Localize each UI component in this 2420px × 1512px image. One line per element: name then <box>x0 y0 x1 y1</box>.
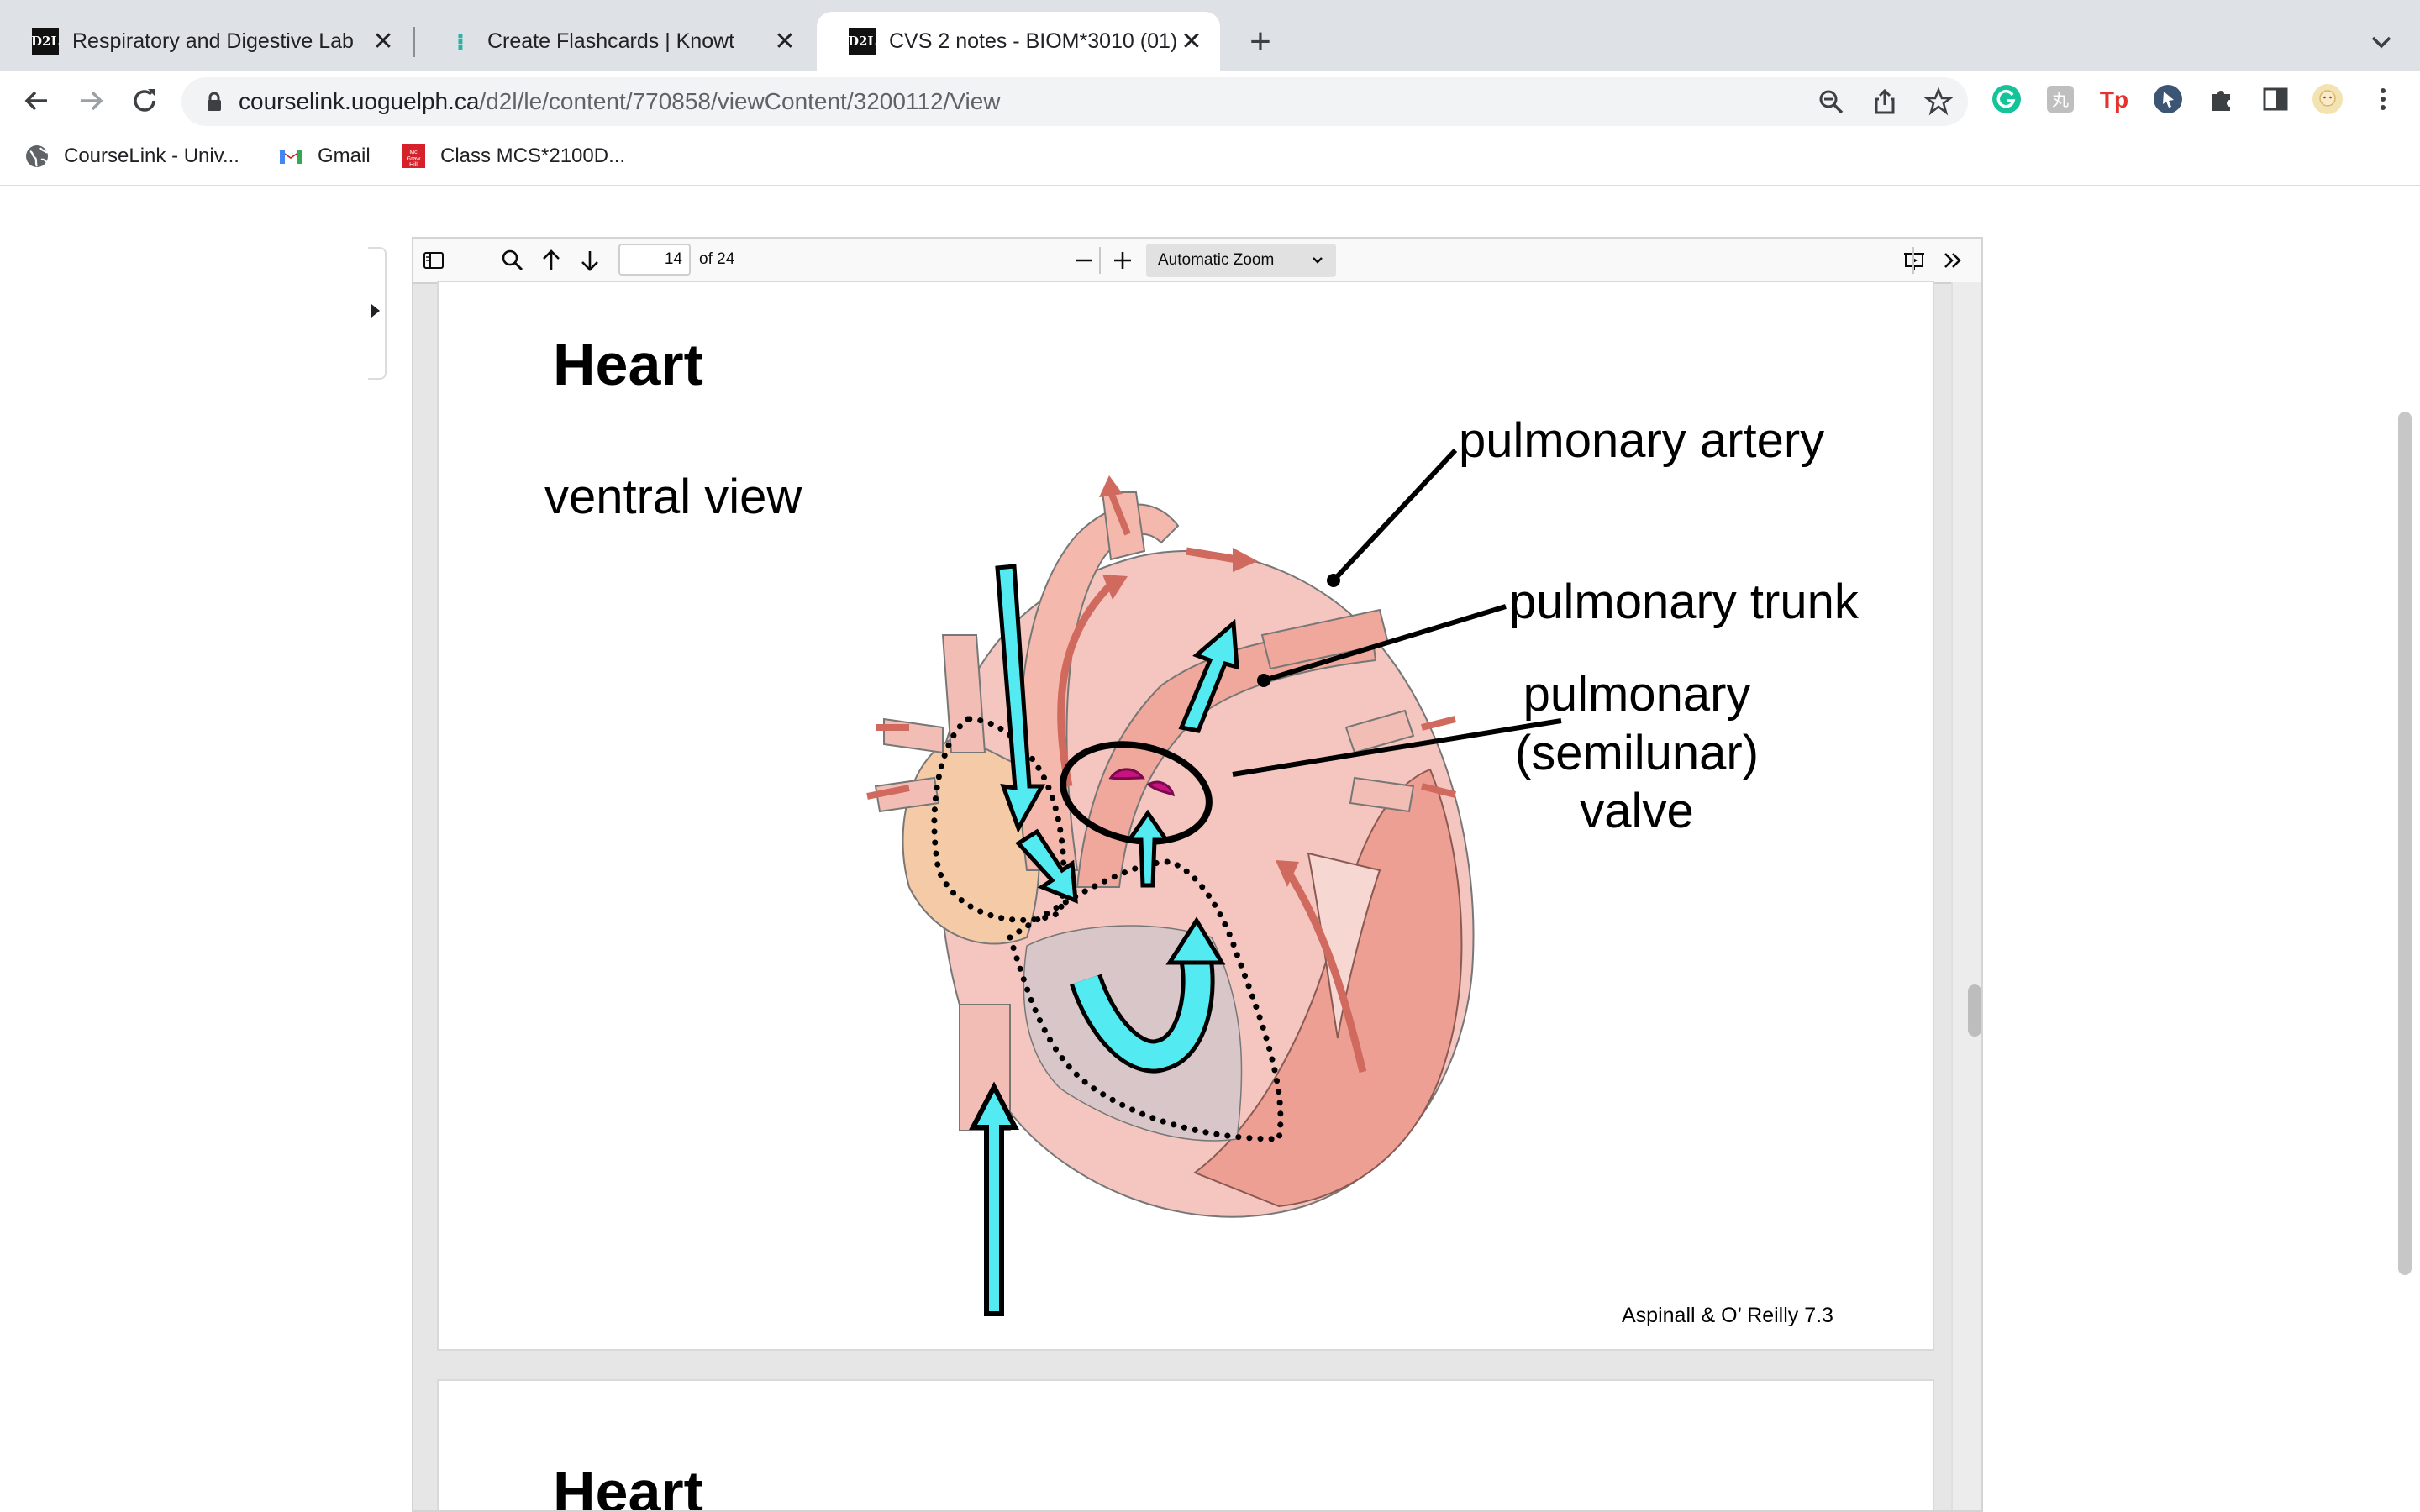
tab-title: Create Flashcards | Knowt <box>487 29 735 53</box>
svg-text:Mc: Mc <box>409 150 418 155</box>
browser-toolbar: courselink.uoguelph.ca/d2l/le/content/77… <box>0 71 2420 129</box>
tab-close-icon[interactable]: ✕ <box>372 27 394 55</box>
zoom-select-value: Automatic Zoom <box>1158 251 1275 269</box>
zoom-in-plus-icon[interactable] <box>1109 247 1136 274</box>
label-valve-line-2: (semilunar) <box>1514 725 1760 780</box>
bookmark-courselink[interactable]: CourseLink - Univ... <box>24 139 239 173</box>
next-slide-title: Heart <box>553 1459 703 1512</box>
lock-icon[interactable] <box>203 91 225 113</box>
presentation-mode-icon[interactable] <box>1901 247 1928 274</box>
pdf-page-next: Heart <box>439 1381 1933 1512</box>
tp-icon[interactable]: Tp <box>2097 82 2131 116</box>
pdf-viewer: 14 of 24 Automatic Zoom Heart <box>412 237 1983 1512</box>
d2l-favicon-icon: D2L <box>848 28 876 55</box>
bookmark-label: CourseLink - Univ... <box>64 144 239 167</box>
tab-search-chevron-icon[interactable] <box>2363 24 2400 60</box>
profile-avatar-icon[interactable] <box>2311 82 2344 116</box>
new-tab-button[interactable]: + <box>1249 21 1271 62</box>
page-scrollbar-thumb[interactable] <box>2398 412 2412 1275</box>
side-panel-icon[interactable] <box>2259 82 2292 116</box>
svg-text:Graw: Graw <box>407 156 422 162</box>
knowt-favicon-icon: ⁝ <box>455 27 466 55</box>
find-search-icon[interactable] <box>499 247 526 274</box>
bookmark-star-icon[interactable] <box>1924 87 1953 116</box>
more-vert-icon[interactable] <box>2366 82 2400 116</box>
tab-respiratory-digestive-lab[interactable]: D2L Respiratory and Digestive Lab ✕ <box>0 12 412 71</box>
cursor-icon[interactable] <box>2151 82 2185 116</box>
page-number-input[interactable]: 14 <box>618 244 691 276</box>
bookmarks-bar: CourseLink - Univ... Gmail Mc Graw Hill … <box>0 129 2420 186</box>
page-count-label: of 24 <box>699 250 735 268</box>
mcgraw-hill-icon: Mc Graw Hill <box>402 144 425 168</box>
tab-cvs-2-notes[interactable]: D2L CVS 2 notes - BIOM*3010 (01) ✕ <box>817 12 1220 71</box>
bookmark-label: Class MCS*2100D... <box>440 144 626 167</box>
label-pulmonary-valve: pulmonary (semilunar) valve <box>1477 665 1797 841</box>
label-valve-line-3: valve <box>1580 784 1694 839</box>
slide-subtitle: ventral view <box>544 470 802 524</box>
d2l-favicon-icon: D2L <box>31 28 60 55</box>
bookmark-label: Gmail <box>318 144 371 167</box>
pdf-scrollbar-track[interactable] <box>1951 282 1981 1510</box>
tab-separator <box>413 27 415 57</box>
tools-double-chevron-icon[interactable] <box>1939 247 1966 274</box>
svg-text:Hill: Hill <box>409 162 418 168</box>
pdf-toolbar: 14 of 24 Automatic Zoom <box>413 239 1981 284</box>
label-pulmonary-artery: pulmonary artery <box>1459 413 1825 468</box>
share-icon[interactable] <box>1870 87 1899 116</box>
svg-text:Tp: Tp <box>2100 87 2128 113</box>
bookmark-class-mcs2100d[interactable]: Mc Graw Hill Class MCS*2100D... <box>400 139 625 173</box>
svg-text:丸: 丸 <box>2052 90 2069 110</box>
slide-title: Heart <box>553 332 703 397</box>
grammarly-icon[interactable] <box>1990 82 2023 116</box>
chevron-down-icon <box>1313 257 1323 264</box>
zoom-out-minus-icon[interactable] <box>1071 247 1097 274</box>
globe-icon <box>26 145 48 167</box>
label-valve-line-1: pulmonary <box>1523 667 1751 722</box>
tab-title: Respiratory and Digestive Lab <box>72 29 354 53</box>
pdf-scrollbar-thumb[interactable] <box>1968 984 1981 1037</box>
bookmark-gmail[interactable]: Gmail <box>277 139 371 173</box>
back-arrow-icon[interactable] <box>18 82 55 119</box>
puzzle-icon[interactable] <box>2205 82 2238 116</box>
next-page-arrow-icon[interactable] <box>576 247 603 274</box>
zoom-out-icon[interactable] <box>1817 87 1845 116</box>
toolbar-separator <box>1912 247 1914 274</box>
pdf-page-current: Heart ventral view <box>439 282 1933 1349</box>
tab-title: CVS 2 notes - BIOM*3010 (01) <box>889 29 1178 53</box>
forward-arrow-icon[interactable] <box>72 82 109 119</box>
tab-close-icon[interactable]: ✕ <box>774 27 796 55</box>
toolbar-separator <box>1099 247 1101 274</box>
heart-diagram <box>866 448 1562 1316</box>
tab-close-icon[interactable]: ✕ <box>1181 27 1202 55</box>
url-path: /d2l/le/content/770858/viewContent/32001… <box>479 88 1001 114</box>
sidebar-toggle-icon[interactable] <box>420 247 447 274</box>
label-pulmonary-trunk: pulmonary trunk <box>1509 575 1859 629</box>
url-host: courselink.uoguelph.ca <box>239 88 480 114</box>
figure-credit: Aspinall & O’ Reilly 7.3 <box>1622 1304 1833 1327</box>
gmail-icon <box>279 150 302 164</box>
zoom-select[interactable]: Automatic Zoom <box>1146 244 1336 277</box>
previous-page-arrow-icon[interactable] <box>538 247 565 274</box>
translate-icon[interactable]: 丸 <box>2044 82 2077 116</box>
content-sidebar-toggle[interactable] <box>368 247 387 380</box>
caret-right-icon <box>371 304 380 318</box>
url-text[interactable]: courselink.uoguelph.ca/d2l/le/content/77… <box>239 77 1001 126</box>
tab-strip: D2L Respiratory and Digestive Lab ✕ ⁝ Cr… <box>0 0 2420 71</box>
reload-icon[interactable] <box>126 82 163 119</box>
address-bar[interactable]: courselink.uoguelph.ca/d2l/le/content/77… <box>182 77 1968 126</box>
tab-create-flashcards-knowt[interactable]: ⁝ Create Flashcards | Knowt ✕ <box>415 12 813 71</box>
